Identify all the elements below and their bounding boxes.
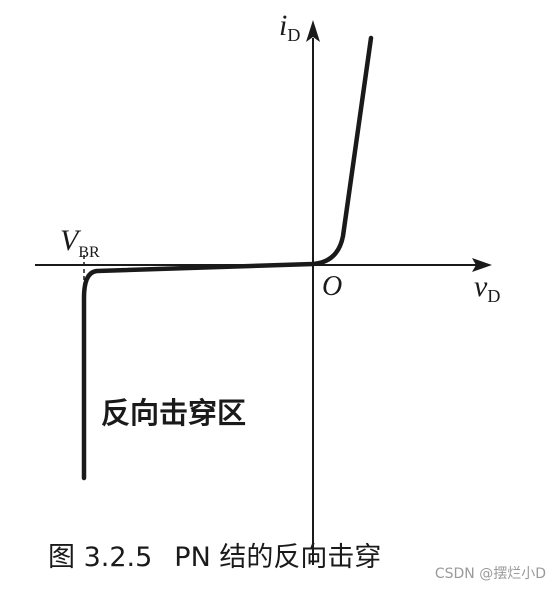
x-axis-arrow xyxy=(472,258,492,272)
watermark-text: CSDN @摆烂小D xyxy=(435,566,546,582)
y-axis-label-sub: D xyxy=(287,25,300,45)
origin-label: O xyxy=(322,271,342,302)
breakdown-voltage-label-main: V xyxy=(60,224,82,257)
x-axis-label: vD xyxy=(474,270,500,306)
figure-caption-number: 图 3.2.5 xyxy=(48,542,152,573)
figure-caption-title: PN 结的反向击穿 xyxy=(174,542,381,573)
breakdown-voltage-label: VBR xyxy=(60,224,100,261)
y-axis-arrow xyxy=(306,20,320,42)
breakdown-voltage-label-sub: BR xyxy=(78,244,100,261)
breakdown-region-label: 反向击穿区 xyxy=(101,396,246,430)
y-axis-label-main: i xyxy=(279,9,287,42)
figure-caption: 图 3.2.5 PN 结的反向击穿 xyxy=(48,542,381,573)
y-axis-label: iD xyxy=(279,9,300,45)
x-axis-label-sub: D xyxy=(487,286,500,306)
iv-characteristic-curve xyxy=(81,35,374,481)
x-axis-label-main: v xyxy=(474,270,488,303)
